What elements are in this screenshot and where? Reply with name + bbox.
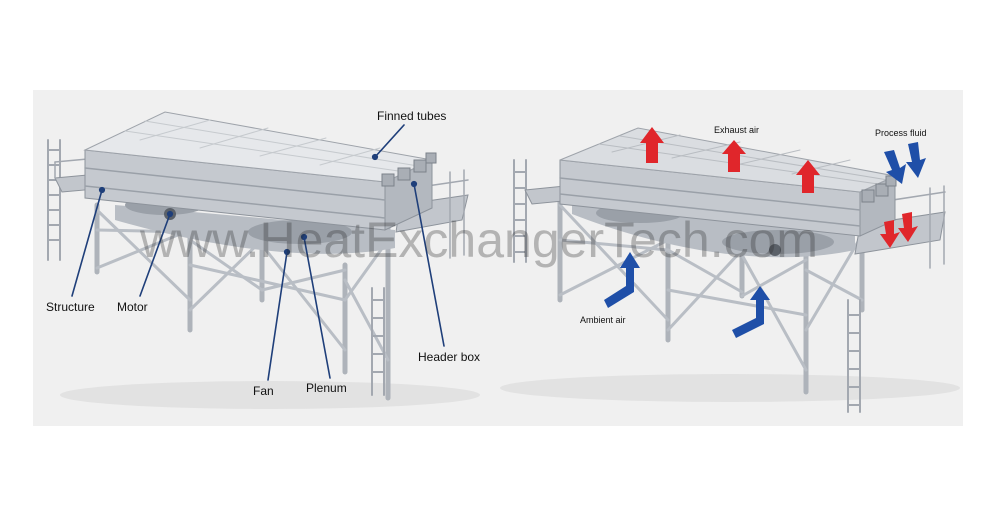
ambient-arrow-2 bbox=[732, 286, 770, 338]
label-structure: Structure bbox=[46, 300, 95, 314]
label-ambient-air: Ambient air bbox=[580, 315, 626, 325]
exhaust-arrow-2 bbox=[722, 140, 746, 172]
label-exhaust-air: Exhaust air bbox=[714, 125, 760, 135]
left-cooler bbox=[47, 111, 480, 409]
label-finned-tubes: Finned tubes bbox=[377, 109, 447, 123]
process-fluid-out-arrows bbox=[880, 212, 918, 248]
watermark-text: www.HeatExchangerTech.com bbox=[140, 212, 819, 268]
right-right-ladder bbox=[847, 299, 861, 413]
right-left-ladder bbox=[513, 159, 527, 263]
exhaust-air-arrows bbox=[640, 127, 820, 193]
ambient-arrow-1 bbox=[604, 252, 640, 308]
right-header-box bbox=[861, 175, 897, 203]
left-leader-lines bbox=[71, 124, 445, 381]
label-motor: Motor bbox=[117, 300, 148, 314]
label-plenum: Plenum bbox=[306, 381, 347, 395]
right-motor bbox=[769, 244, 781, 256]
label-fan: Fan bbox=[253, 384, 274, 398]
right-cooler bbox=[500, 127, 960, 413]
label-header-box: Header box bbox=[418, 350, 481, 364]
left-right-ladder bbox=[371, 287, 385, 396]
label-process-fluid: Process fluid bbox=[875, 128, 927, 138]
left-header-box bbox=[381, 152, 437, 187]
exhaust-arrow-3 bbox=[796, 160, 820, 193]
exhaust-arrow-1 bbox=[640, 127, 664, 163]
ambient-air-arrows bbox=[604, 252, 770, 338]
process-fluid-in-arrows bbox=[884, 142, 926, 184]
